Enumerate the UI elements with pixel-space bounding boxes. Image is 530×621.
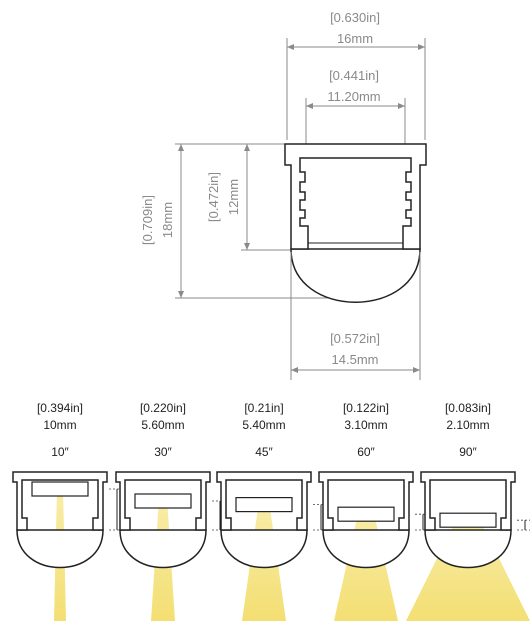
variant-angle: 60″	[357, 445, 375, 459]
channel-body	[284, 143, 427, 250]
variant-channel-body	[420, 471, 516, 531]
variant-channel-body	[216, 471, 312, 531]
variant-mm: 5.40mm	[242, 418, 285, 432]
diffuser-width-mm: 14.5mm	[332, 352, 379, 367]
variant-angle: 10″	[51, 445, 69, 459]
total-height-inches: [0.709in]	[140, 195, 155, 245]
variant-2: [0.220in] 5.60mm 30″	[115, 401, 226, 621]
variant-diffuser-dome	[322, 529, 410, 569]
variant-3: [0.21in] 5.40mm 45″	[216, 401, 327, 621]
outer-width-mm: 16mm	[337, 31, 373, 46]
diffuser-width-inches: [0.572in]	[330, 331, 380, 346]
variant-mm: 5.60mm	[141, 418, 184, 432]
channel-height-mm: 12mm	[226, 179, 241, 215]
variant-lens-tray	[439, 512, 497, 528]
variant-lens-tray	[337, 506, 395, 522]
outer-width-inches: [0.630in]	[330, 10, 380, 25]
variant-inches: [0.122in]	[343, 401, 389, 415]
variant-1: [0.394in] 10mm 10″	[12, 401, 123, 621]
main-profile: [0.630in] 16mm [0.441in] 11.20mm [0.709i…	[140, 10, 427, 380]
variant-mm: 2.10mm	[446, 418, 489, 432]
variant-diffuser-dome	[119, 529, 207, 569]
variant-diffuser-dome	[424, 529, 512, 569]
variant-mm: 3.10mm	[344, 418, 387, 432]
variant-inches: [0.394in]	[37, 401, 83, 415]
total-height-mm: 18mm	[160, 202, 175, 238]
variant-lens-tray	[235, 497, 293, 513]
variant-lens-tray	[134, 493, 192, 509]
variant-5: [0.083in] 2.10mm 90″	[406, 401, 530, 621]
lens-variants: [0.394in] 10mm 10″ [0.220in] 5.60mm 30″ [0.21i…	[12, 401, 530, 621]
variant-lens-tray	[31, 481, 89, 497]
channel-height-inches: [0.472in]	[206, 172, 221, 222]
diffuser-dome	[290, 248, 421, 303]
variant-diffuser-dome	[16, 529, 104, 569]
variant-inches: [0.21in]	[244, 401, 283, 415]
variant-angle: 90″	[459, 445, 477, 459]
variant-4: [0.122in] 3.10mm 60″	[318, 401, 429, 621]
variant-angle: 30″	[154, 445, 172, 459]
variant-channel-body	[115, 471, 211, 531]
variant-mm: 10mm	[43, 418, 76, 432]
variant-channel-body	[12, 471, 108, 531]
inner-width-inches: [0.441in]	[329, 68, 379, 83]
variant-angle: 45″	[255, 445, 273, 459]
variant-inches: [0.220in]	[140, 401, 186, 415]
variant-inches: [0.083in]	[445, 401, 491, 415]
inner-width-mm: 11.20mm	[327, 89, 380, 104]
variant-channel-body	[318, 471, 414, 531]
variant-diffuser-dome	[220, 529, 308, 569]
